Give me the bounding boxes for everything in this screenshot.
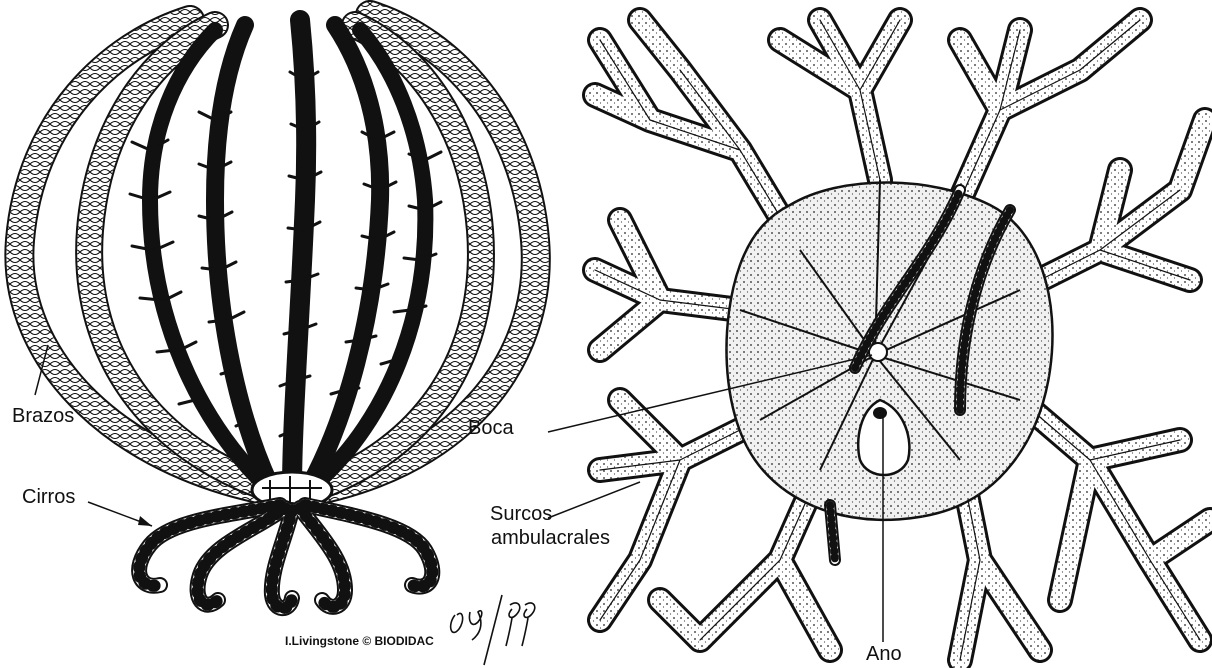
label-brazos: Brazos [12,405,74,427]
cirri [139,505,432,608]
label-surcos-line2: ambulacrales [491,527,610,549]
crinoid-oral-view [548,20,1210,660]
signature-mark [451,595,535,665]
label-boca: Boca [468,417,514,439]
label-cirros: Cirros [22,486,75,508]
credit-text: I.Livingstone © BIODIDAC [285,634,434,648]
crinoid-arms [19,15,535,495]
dark-pinnules [130,20,441,490]
surcos-leader [548,482,640,518]
crinoid-side-view [19,15,535,665]
label-ano: Ano [866,643,902,665]
label-surcos-line1: Surcos [490,503,552,525]
